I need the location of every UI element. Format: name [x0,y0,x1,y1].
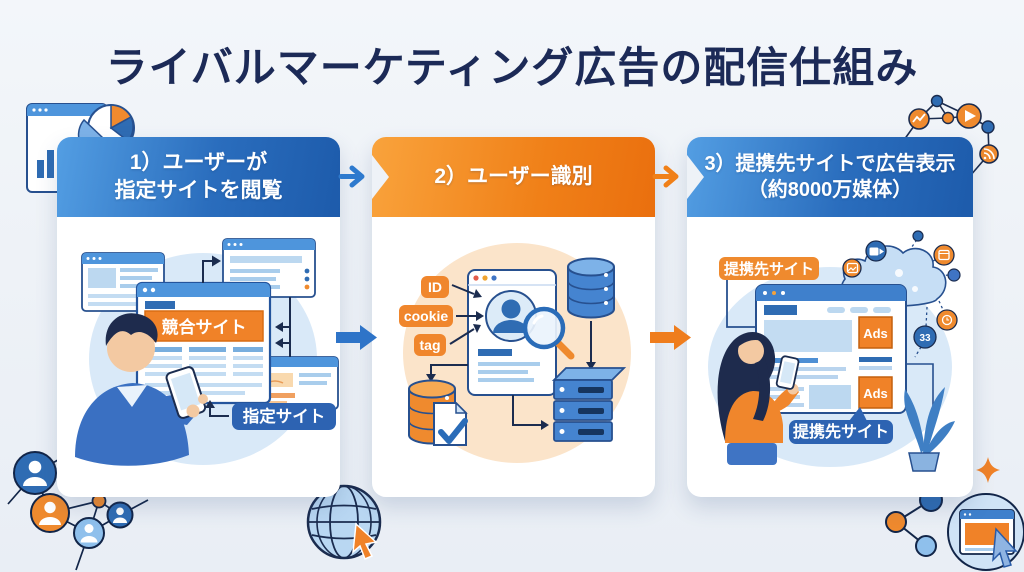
chevron-notch [687,155,704,199]
step2-card: 2）ユーザー識別 [372,137,655,497]
globe-cursor-icon [306,484,382,560]
step1-card: 1）ユーザーが 指定サイトを閲覧 [57,137,340,497]
share-browser-badge-icon [885,457,1024,571]
user-network-icon [7,451,149,571]
smartphone-icon [775,355,800,390]
step3-illustration: 33 提携先サイト [687,217,973,497]
step3-header-line2: （約8000万媒体） [747,179,913,201]
step3-header: 3）提携先サイトで広告表示 （約8000万媒体） [687,137,973,217]
calendar-badge-icon [933,244,955,266]
id-badge: ID [421,276,449,298]
step2-header-line1: 2）ユーザー識別 [434,165,593,189]
woman-icon [717,332,800,465]
user-node-icon [13,451,134,549]
trend-line-icon [912,113,926,123]
step1-header: 1）ユーザーが 指定サイトを閲覧 [57,137,340,217]
header-arrow-1 [338,165,365,188]
svg-text:cookie: cookie [404,308,449,324]
browser-cursor-badge-icon [947,493,1024,571]
designated-site-label: 指定サイト [232,403,336,430]
cursor-icon [992,527,1018,568]
rss-icon [983,148,995,160]
page-title: ライバルマーケティング広告の配信仕組み [105,44,919,91]
cookie-badge: cookie [399,305,453,327]
step2-header: 2）ユーザー識別 [372,137,655,217]
connector-arrows [430,284,592,426]
verified-document-icon [433,401,468,446]
step1-header-line1: 1）ユーザーが [129,151,268,175]
svg-text:Ads: Ads [863,326,888,341]
step1-illustration: 競合サイト [57,217,340,497]
ads-box-1: Ads [858,316,893,349]
svg-text:ID: ID [428,279,442,295]
person-icon [75,313,208,466]
svg-text:提携先サイト: 提携先サイト [793,422,889,441]
svg-text:Ads: Ads [863,386,888,401]
plant-icon [904,387,955,472]
flow-arrow-1 [336,325,377,350]
svg-text:提携先サイト: 提携先サイト [724,260,814,278]
database-icon [567,257,615,319]
svg-text:33: 33 [919,333,931,344]
partner-site-label-top: 提携先サイト [719,257,819,280]
badge-33 [913,325,937,349]
step2-illustration: ID cookie tag [372,217,655,497]
competitor-site-label: 競合サイト [162,317,247,337]
play-icon [965,110,976,122]
connector-arrows [202,260,291,417]
svg-text:指定サイト: 指定サイト [243,406,326,426]
cursor-icon [352,522,378,560]
svg-text:tag: tag [420,337,441,353]
step3-header-line1: 3）提携先サイトで広告表示 [704,152,956,175]
partner-site-window: Ads Ads [755,284,907,414]
media-network-icon [903,94,999,177]
image-badge-icon [842,258,862,278]
magnifier-icon [522,306,575,360]
header-arrow-2 [652,165,679,188]
step3-card: 3）提携先サイトで広告表示 （約8000万媒体） [687,137,973,497]
chevron-notch [372,155,389,199]
step1-header-line2: 指定サイトを閲覧 [114,179,283,202]
flow-arrow-2 [650,325,691,350]
ads-box-2: Ads [858,376,893,409]
partner-site-label-bottom: 提携先サイト [789,407,893,444]
competitor-site-window: 競合サイト [135,281,272,405]
sparkle-icon [976,457,1000,483]
server-stack-icon [551,367,627,442]
tag-badge: tag [414,334,446,356]
share-icon [885,488,943,557]
